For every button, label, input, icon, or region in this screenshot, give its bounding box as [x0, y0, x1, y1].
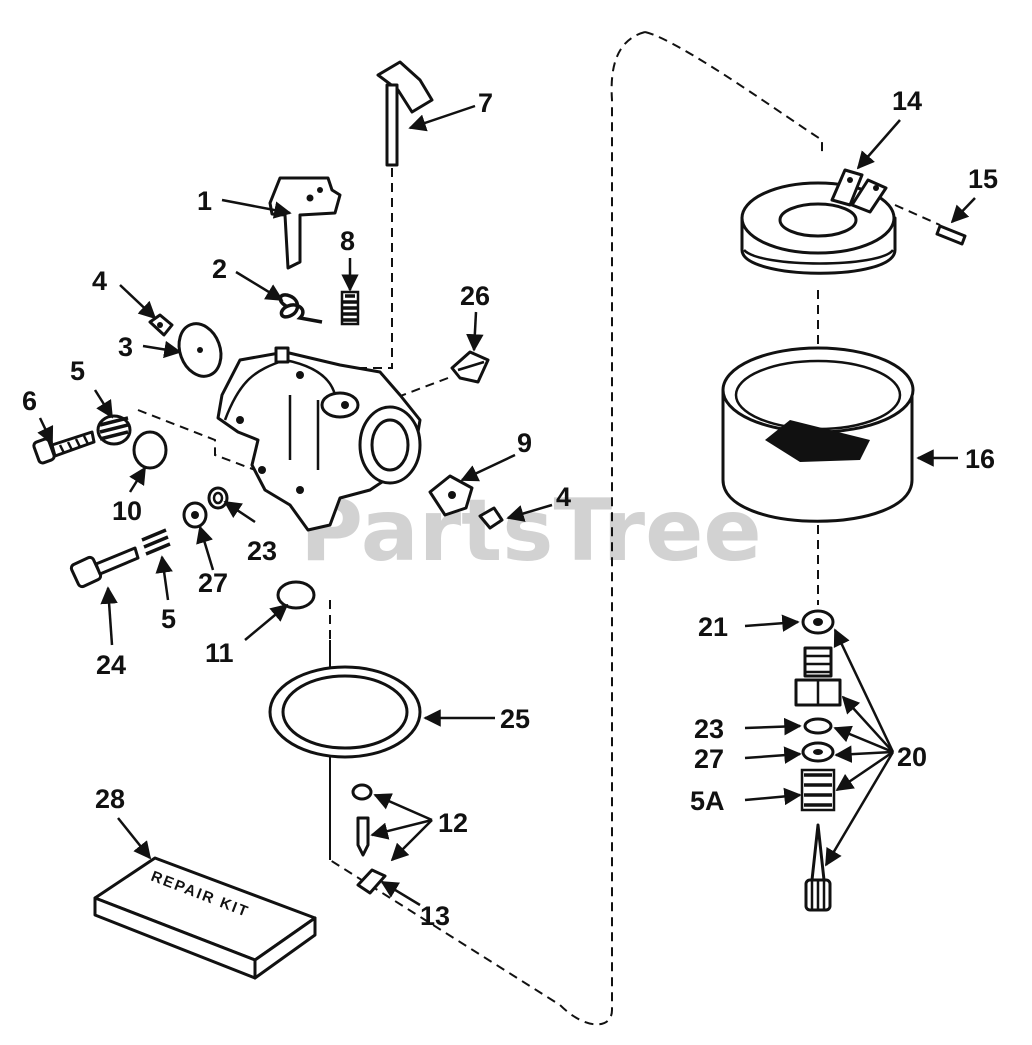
align-line-screw26 — [394, 377, 449, 399]
part-carburetor-body — [216, 346, 422, 532]
part-needle-screw — [804, 823, 832, 912]
callout-26: 26 — [460, 281, 490, 311]
part-throttle-bracket — [268, 176, 342, 270]
divider-dashed-outline — [329, 31, 646, 1026]
divider-dashed-top — [644, 31, 823, 155]
callout-27-right: 27 — [694, 744, 724, 774]
callout-8: 8 — [340, 226, 355, 256]
part-washer-21 — [801, 609, 835, 635]
part-fitting-26 — [450, 350, 490, 384]
part-welch-plug-10 — [132, 430, 168, 470]
leader-lines — [37, 104, 976, 907]
part-spring-5-lower — [141, 528, 171, 556]
align-line-throttle — [359, 168, 393, 385]
part-float-bowl-16 — [721, 346, 915, 523]
callout-6: 6 — [22, 386, 37, 416]
part-throttle-plate — [177, 322, 223, 378]
callout-4-left: 4 — [92, 266, 107, 296]
part-oring-23-right — [803, 717, 833, 735]
callout-13: 13 — [420, 901, 450, 931]
part-bowl-nut — [794, 646, 842, 707]
part-clip-13 — [356, 868, 387, 895]
part-screw-6 — [32, 430, 96, 465]
callout-11: 11 — [205, 638, 234, 668]
part-choke-plate — [428, 474, 474, 517]
callout-16: 16 — [965, 444, 995, 474]
callout-21: 21 — [698, 612, 728, 642]
part-washer-27-left — [182, 501, 208, 529]
part-repair-kit-28: REPAIR KIT — [93, 856, 317, 980]
callout-14: 14 — [892, 86, 922, 116]
callout-7: 7 — [478, 88, 493, 118]
callout-23-right: 23 — [694, 714, 724, 744]
part-oring-23-left — [207, 486, 229, 510]
callout-3: 3 — [118, 332, 133, 362]
part-throttle-spring — [278, 293, 323, 324]
callout-24: 24 — [96, 650, 126, 680]
callout-2: 2 — [212, 254, 227, 284]
callout-5A: 5A — [690, 786, 725, 816]
callout-5-lower: 5 — [161, 604, 176, 634]
part-washer-27-right — [801, 741, 835, 763]
part-inlet-needle-12 — [351, 783, 373, 857]
callout-27-left: 27 — [198, 568, 228, 598]
callout-5-upper: 5 — [70, 356, 85, 386]
callout-23-left: 23 — [247, 536, 277, 566]
align-line-left — [137, 409, 256, 471]
callout-25: 25 — [500, 704, 530, 734]
callout-10: 10 — [112, 496, 142, 526]
watermark-text: PartsTree — [300, 481, 762, 581]
part-bowl-gasket — [268, 665, 422, 759]
callout-12: 12 — [438, 808, 468, 838]
callout-1: 1 — [197, 186, 212, 216]
part-plug-11 — [276, 580, 316, 610]
part-spring-5A — [800, 768, 836, 812]
callout-28: 28 — [95, 784, 125, 814]
callout-20: 20 — [897, 742, 927, 772]
align-line-pin — [894, 204, 941, 226]
part-spring-5-upper — [96, 414, 132, 446]
part-needle-valve-24 — [69, 546, 140, 589]
part-screw-4-right — [478, 506, 504, 530]
callout-labels: 1 2 3 4 4 5 5 5A 6 7 8 9 10 11 12 13 14 … — [22, 86, 998, 931]
callout-9: 9 — [517, 428, 532, 458]
part-idle-spring — [340, 290, 360, 326]
part-throttle-shaft — [376, 60, 434, 167]
part-float-pin-15 — [935, 224, 967, 246]
callout-15: 15 — [968, 164, 998, 194]
callout-4-right: 4 — [556, 482, 571, 512]
part-float-14 — [740, 168, 897, 275]
part-idle-screw-left — [148, 313, 174, 337]
